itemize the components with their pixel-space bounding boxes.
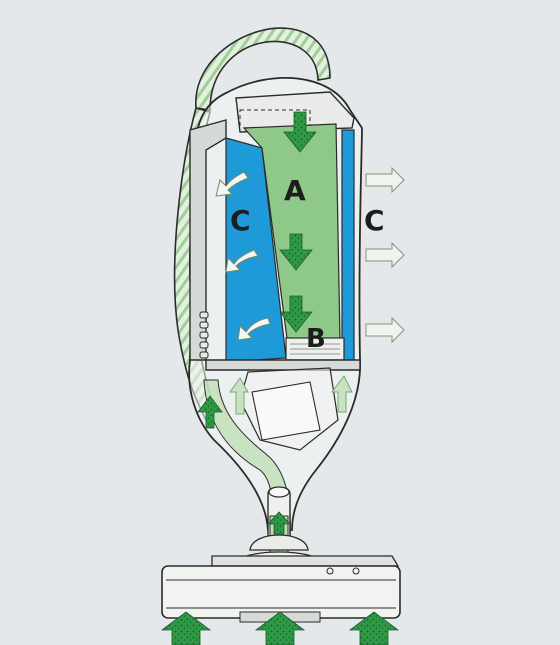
label-c-right: C xyxy=(364,204,385,237)
curved-arrow-2 xyxy=(225,249,259,273)
airflow-arrows-curved xyxy=(215,171,271,341)
airflow-arrows-down xyxy=(279,111,317,333)
green-arrow-down-2 xyxy=(279,233,313,271)
light-arrow-up-left xyxy=(229,377,249,415)
hose xyxy=(195,27,331,111)
label-b: B xyxy=(306,324,326,354)
green-arrow-up-channel xyxy=(197,395,223,429)
exhaust-arrow-3 xyxy=(365,316,405,344)
airflow-arrows-up xyxy=(160,395,400,645)
green-arrow-up-floor-3 xyxy=(348,611,400,645)
lower-block xyxy=(251,381,321,441)
green-arrow-up-neck xyxy=(267,511,291,535)
handle-ridges xyxy=(199,311,209,359)
green-arrow-up-floor-2 xyxy=(254,611,306,645)
label-c-left: C xyxy=(230,204,251,237)
green-arrow-down-1 xyxy=(283,111,317,153)
chamber-floor xyxy=(205,359,361,371)
green-arrow-up-floor-1 xyxy=(160,611,212,645)
exhaust-arrow-1 xyxy=(365,166,405,194)
outer-chamber-right xyxy=(341,129,355,363)
airflow-arrows-light xyxy=(229,375,353,415)
floor-head xyxy=(161,555,401,623)
label-a: A xyxy=(284,174,306,207)
exhaust-arrow-2 xyxy=(365,241,405,269)
handle-frame xyxy=(189,119,227,361)
light-arrow-up-right xyxy=(331,375,353,413)
exhaust-arrows xyxy=(365,166,405,344)
curved-arrow-3 xyxy=(237,317,271,341)
green-arrow-down-3 xyxy=(279,295,313,333)
curved-arrow-1 xyxy=(215,171,249,197)
